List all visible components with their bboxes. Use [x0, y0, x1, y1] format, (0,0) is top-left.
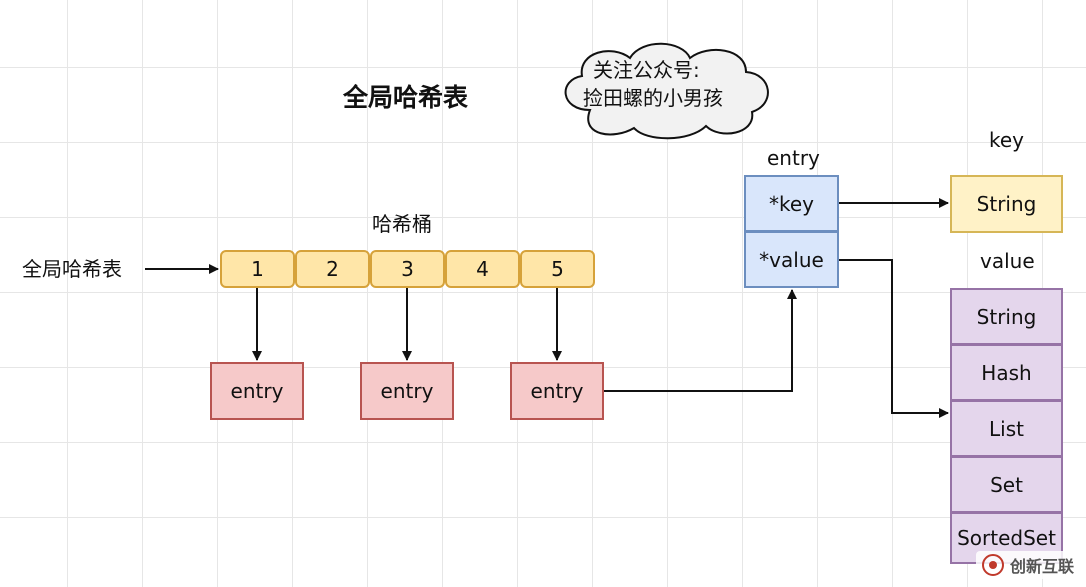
- diagram-title: 全局哈希表: [343, 83, 469, 112]
- entry-struct-label: entry: [767, 146, 820, 170]
- bucket-5: 5: [520, 250, 595, 288]
- watermark-logo-icon: [981, 554, 1004, 576]
- cloud-note-shape: [564, 42, 769, 140]
- entry-box-2: entry: [360, 362, 454, 420]
- key-section-label: key: [989, 128, 1025, 152]
- value-type-set: Set: [950, 456, 1063, 513]
- bucket-4: 4: [445, 250, 520, 288]
- entry-box-1: entry: [210, 362, 304, 420]
- value-section-label: value: [980, 249, 1035, 273]
- key-type-string: String: [950, 175, 1063, 233]
- bucket-label: 哈希桶: [372, 212, 432, 236]
- watermark-text: 创新互联: [1009, 557, 1074, 576]
- value-type-list: List: [950, 400, 1063, 457]
- entry-key-field: *key: [744, 175, 839, 232]
- value-type-hash: Hash: [950, 344, 1063, 401]
- entry-to-struct-arrow: [604, 289, 797, 392]
- bucket-3: 3: [370, 250, 445, 288]
- table-label: 全局哈希表: [22, 257, 122, 281]
- bucket-2: 2: [295, 250, 370, 288]
- cloud-note-line2: 捡田螺的小男孩: [583, 86, 723, 110]
- entry-box-3: entry: [510, 362, 604, 420]
- value-type-string: String: [950, 288, 1063, 345]
- cloud-note-line1: 关注公众号:: [593, 58, 700, 82]
- entry-value-field: *value: [744, 231, 839, 288]
- value-pointer-arrow: [839, 259, 949, 418]
- watermark: 创新互联: [975, 551, 1080, 579]
- bucket-1: 1: [220, 250, 295, 288]
